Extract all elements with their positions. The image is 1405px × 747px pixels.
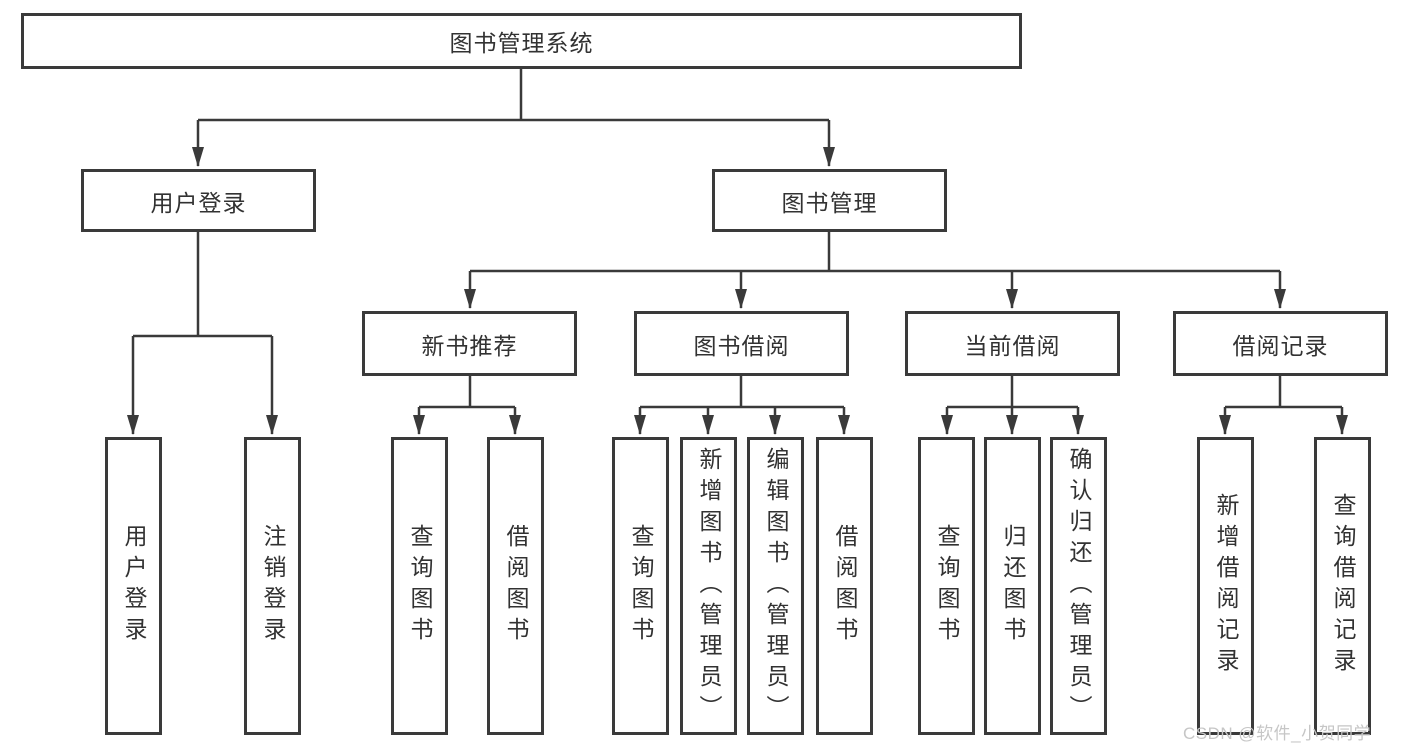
node-borrowing-records: 借阅记录 — [1173, 311, 1388, 376]
node-label: 确认归还（管理员） — [1066, 446, 1092, 726]
node-label: 查询图书 — [934, 524, 960, 648]
node-user-login: 用户登录 — [81, 169, 316, 232]
node-label: 用户登录 — [121, 524, 147, 648]
node-label: 编辑图书（管理员） — [763, 446, 789, 726]
node-label: 当前借阅 — [964, 332, 1061, 359]
node-label: 图书管理系统 — [449, 30, 594, 56]
leaf-query-borrow-record: 查询借阅记录 — [1314, 437, 1371, 735]
leaf-query-books-current: 查询图书 — [918, 437, 975, 735]
node-label: 图书管理 — [781, 189, 878, 216]
node-book-borrowing: 图书借阅 — [634, 311, 849, 376]
csdn-watermark: CSDN @软件_小贺同学 — [1183, 724, 1372, 743]
node-library-management-system: 图书管理系统 — [21, 13, 1022, 69]
node-label: 新书推荐 — [421, 332, 518, 359]
node-label: 查询图书 — [628, 524, 654, 648]
leaf-borrow-books-recommend: 借阅图书 — [487, 437, 544, 735]
leaf-add-borrow-record: 新增借阅记录 — [1197, 437, 1254, 735]
leaf-confirm-return-admin: 确认归还（管理员） — [1050, 437, 1107, 735]
leaf-query-books-recommend: 查询图书 — [391, 437, 448, 735]
node-label: 借阅记录 — [1232, 332, 1329, 359]
node-label: 图书借阅 — [693, 332, 790, 359]
node-label: 注销登录 — [260, 524, 286, 648]
node-label: 借阅图书 — [832, 524, 858, 648]
node-label: 查询图书 — [407, 524, 433, 648]
leaf-return-books: 归还图书 — [984, 437, 1041, 735]
node-label: 查询借阅记录 — [1330, 493, 1356, 679]
leaf-add-book-admin: 新增图书（管理员） — [680, 437, 737, 735]
leaf-borrow-books: 借阅图书 — [816, 437, 873, 735]
node-label: 归还图书 — [1000, 524, 1026, 648]
node-new-book-recommend: 新书推荐 — [362, 311, 577, 376]
leaf-logout: 注销登录 — [244, 437, 301, 735]
node-label: 用户登录 — [150, 189, 247, 216]
node-label: 新增借阅记录 — [1213, 493, 1239, 679]
node-label: 新增图书（管理员） — [696, 446, 722, 726]
node-book-management: 图书管理 — [712, 169, 947, 232]
node-label: 借阅图书 — [503, 524, 529, 648]
leaf-query-books-borrow: 查询图书 — [612, 437, 669, 735]
node-current-borrowing: 当前借阅 — [905, 311, 1120, 376]
leaf-edit-book-admin: 编辑图书（管理员） — [747, 437, 804, 735]
leaf-user-login: 用户登录 — [105, 437, 162, 735]
